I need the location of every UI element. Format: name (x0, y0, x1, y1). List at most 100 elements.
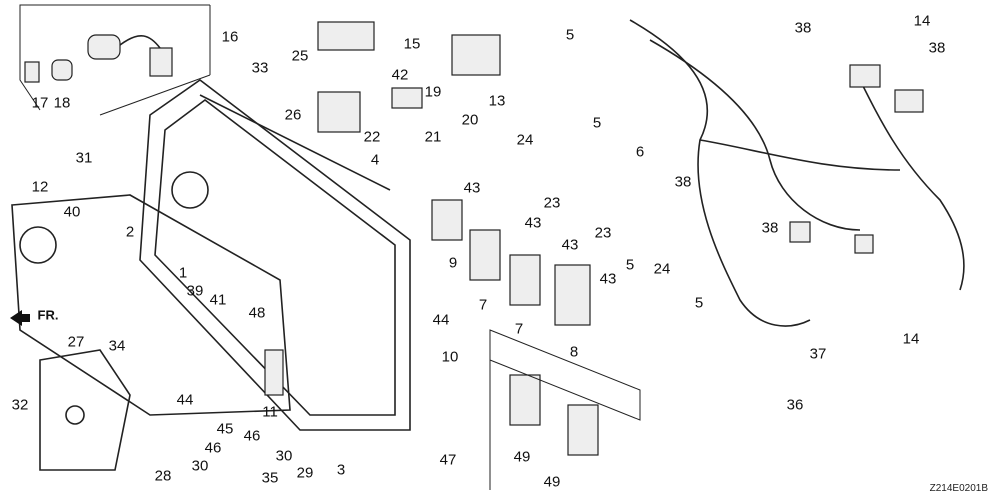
callout-2[interactable]: 2 (125, 223, 135, 241)
callout-34[interactable]: 34 (108, 337, 126, 355)
callout-42[interactable]: 42 (391, 66, 409, 84)
callout-20[interactable]: 20 (461, 111, 479, 129)
leader-line (99, 74, 211, 116)
callout-33[interactable]: 33 (251, 59, 269, 77)
callout-23[interactable]: 23 (543, 194, 561, 212)
callout-15[interactable]: 15 (403, 35, 421, 53)
callout-44[interactable]: 44 (432, 311, 450, 329)
callout-10[interactable]: 10 (441, 348, 459, 366)
callout-38[interactable]: 38 (761, 219, 779, 237)
part-11 (264, 349, 284, 396)
callout-31[interactable]: 31 (75, 149, 93, 167)
callout-19[interactable]: 19 (424, 83, 442, 101)
callout-6[interactable]: 6 (635, 143, 645, 161)
control-panel-inner (154, 98, 396, 416)
outlet-49b (567, 404, 599, 456)
callout-3[interactable]: 3 (336, 461, 346, 479)
callout-8[interactable]: 8 (569, 343, 579, 361)
callout-4[interactable]: 4 (370, 151, 380, 169)
harness-connector (849, 64, 881, 88)
key-17 (24, 61, 40, 83)
harness-branch (859, 79, 965, 291)
callout-25[interactable]: 25 (291, 47, 309, 65)
callout-28[interactable]: 28 (154, 467, 172, 485)
callout-39[interactable]: 39 (186, 282, 204, 300)
callout-12[interactable]: 12 (31, 178, 49, 196)
ignition-switch (87, 34, 121, 60)
callout-21[interactable]: 21 (424, 128, 442, 146)
wire-harness-6 (629, 19, 811, 327)
callout-46[interactable]: 46 (204, 439, 222, 457)
harness-branch (649, 39, 861, 231)
callout-38[interactable]: 38 (928, 39, 946, 57)
callout-27[interactable]: 27 (67, 333, 85, 351)
callout-18[interactable]: 18 (53, 94, 71, 112)
callout-48[interactable]: 48 (248, 304, 266, 322)
outlet-49a (509, 374, 541, 426)
cover-27 (39, 349, 131, 471)
callout-43[interactable]: 43 (524, 214, 542, 232)
outlet-7b (509, 254, 541, 306)
callout-23[interactable]: 23 (594, 224, 612, 242)
harness-connector (789, 221, 811, 243)
callout-43[interactable]: 43 (561, 236, 579, 254)
callout-26[interactable]: 26 (284, 106, 302, 124)
switch-wire (119, 35, 161, 49)
callout-47[interactable]: 47 (439, 451, 457, 469)
drawing-code: Z214E0201B (929, 483, 988, 494)
callout-5[interactable]: 5 (694, 294, 704, 312)
group-bracket-16 (19, 4, 210, 111)
outlet-8 (554, 264, 591, 326)
front-direction-arrow-icon (10, 310, 30, 326)
plate-hole (19, 226, 57, 264)
callout-29[interactable]: 29 (296, 464, 314, 482)
harness-branch (699, 139, 901, 171)
module-15 (317, 21, 375, 51)
callout-9[interactable]: 9 (448, 254, 458, 272)
callout-36[interactable]: 36 (786, 396, 804, 414)
callout-24[interactable]: 24 (516, 131, 534, 149)
control-panel (139, 79, 411, 431)
callout-46[interactable]: 46 (243, 427, 261, 445)
callout-5[interactable]: 5 (625, 256, 635, 274)
callout-49[interactable]: 49 (543, 473, 561, 491)
callout-5[interactable]: 5 (565, 26, 575, 44)
front-plate-12 (11, 194, 291, 416)
harness-connector (894, 89, 924, 113)
callout-30[interactable]: 30 (275, 447, 293, 465)
callout-38[interactable]: 38 (674, 173, 692, 191)
callout-35[interactable]: 35 (261, 469, 279, 487)
callout-40[interactable]: 40 (63, 203, 81, 221)
switch-connector (149, 47, 173, 77)
callout-41[interactable]: 41 (209, 291, 227, 309)
callout-24[interactable]: 24 (653, 260, 671, 278)
callout-14[interactable]: 14 (913, 12, 931, 30)
callout-30[interactable]: 30 (191, 457, 209, 475)
callout-7[interactable]: 7 (514, 320, 524, 338)
callout-5[interactable]: 5 (592, 114, 602, 132)
callout-11[interactable]: 11 (262, 403, 278, 421)
callout-17[interactable]: 17 (31, 94, 49, 112)
callout-16[interactable]: 16 (221, 28, 239, 46)
callout-43[interactable]: 43 (599, 270, 617, 288)
switch-22 (317, 91, 361, 133)
box-13 (451, 34, 501, 76)
gasket-strip-4 (199, 94, 391, 191)
cover-hole (65, 405, 85, 425)
callout-37[interactable]: 37 (809, 345, 827, 363)
front-direction-label: FR. (37, 307, 59, 323)
callout-45[interactable]: 45 (216, 420, 234, 438)
callout-49[interactable]: 49 (513, 448, 531, 466)
callout-43[interactable]: 43 (463, 179, 481, 197)
callout-14[interactable]: 14 (902, 330, 920, 348)
harness-connector (854, 234, 874, 254)
callout-38[interactable]: 38 (794, 19, 812, 37)
callout-13[interactable]: 13 (488, 92, 506, 110)
callout-1[interactable]: 1 (178, 264, 188, 282)
callout-32[interactable]: 32 (11, 396, 29, 414)
callout-22[interactable]: 22 (363, 128, 381, 146)
callout-7[interactable]: 7 (478, 296, 488, 314)
callout-44[interactable]: 44 (176, 391, 194, 409)
